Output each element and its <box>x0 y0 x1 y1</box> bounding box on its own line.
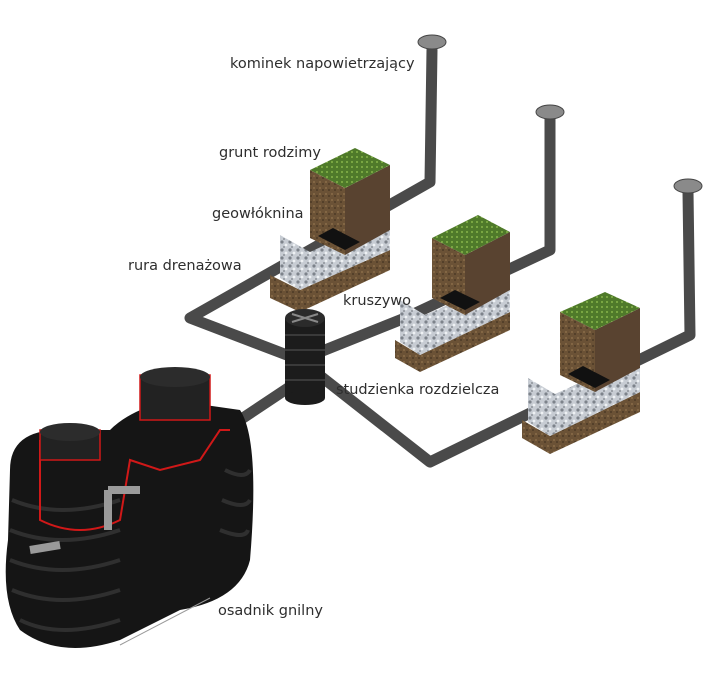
distribution-well <box>285 309 325 405</box>
septic-tank-leader-line <box>119 597 211 646</box>
drain-pipe-1 <box>184 44 438 366</box>
vent-cap-icon <box>673 178 703 194</box>
label-geotextile: geowłóknina <box>212 206 304 222</box>
drain-block-1 <box>270 148 390 312</box>
label-septic-tank: osadnik gnilny <box>218 603 323 619</box>
drain-block-2 <box>395 215 510 372</box>
vent-caps <box>417 34 703 194</box>
label-native-soil: grunt rodzimy <box>219 145 321 161</box>
label-distribution-well: studzienka rozdzielcza <box>336 382 500 398</box>
label-vent: kominek napowietrzający <box>230 56 415 72</box>
label-aggregate: kruszywo <box>343 293 412 309</box>
drain-block-3 <box>522 292 640 454</box>
vent-cap-icon <box>535 104 565 120</box>
label-drain-pipe: rura drenażowa <box>128 258 242 274</box>
vent-cap-icon <box>417 34 447 50</box>
septic-tank <box>5 367 254 648</box>
